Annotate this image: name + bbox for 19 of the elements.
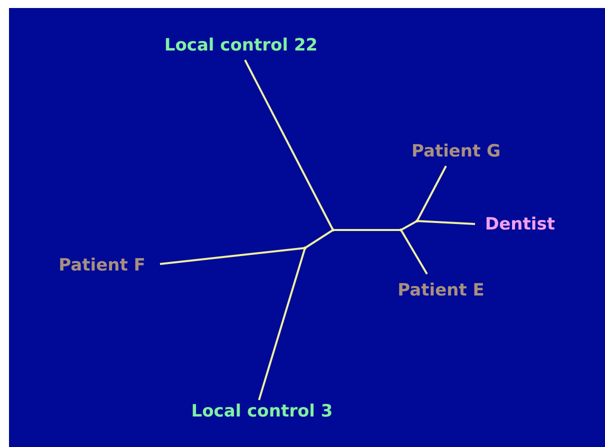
branch-point xyxy=(304,246,306,250)
taxon-label: Patient F xyxy=(58,256,146,276)
tree-branch xyxy=(304,229,334,249)
tree-branch xyxy=(333,229,401,231)
branch-point xyxy=(332,228,334,232)
taxon-label: Local control 22 xyxy=(164,36,318,56)
branch-point xyxy=(416,220,418,222)
tree-branch xyxy=(400,220,418,231)
tree-branch xyxy=(416,166,447,222)
branch-point xyxy=(400,228,402,232)
tree-branch xyxy=(400,229,428,275)
taxon-label: Patient G xyxy=(411,142,501,162)
taxon-label: Patient E xyxy=(398,282,484,300)
tree-branch xyxy=(160,247,306,265)
taxon-label: Dentist xyxy=(485,216,555,234)
taxon-label: Local control 3 xyxy=(191,402,333,422)
tree-branch xyxy=(416,220,476,225)
tree-branch xyxy=(244,60,334,230)
tree-branch xyxy=(258,248,306,400)
